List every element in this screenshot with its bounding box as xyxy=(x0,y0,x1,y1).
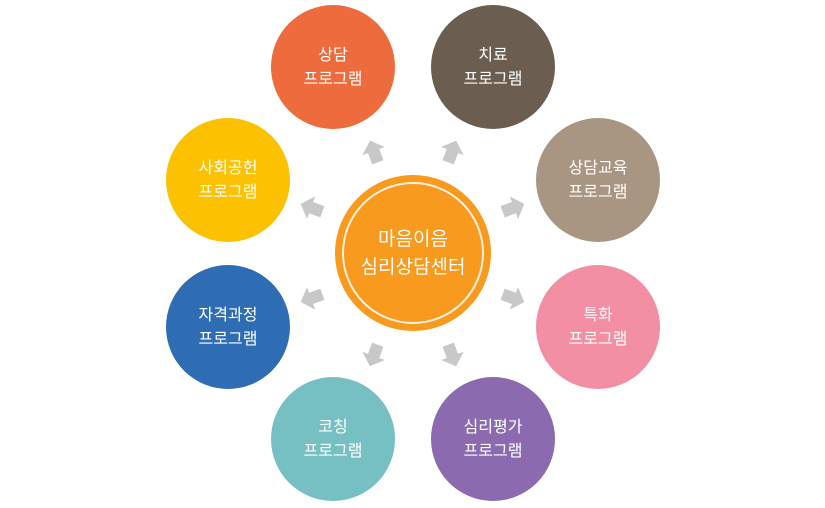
arrow-icon-therapy xyxy=(436,136,468,167)
program-node-certificate[interactable]: 자격과정 프로그램 xyxy=(166,265,290,389)
program-title: 코칭 xyxy=(318,417,348,436)
program-subtitle: 프로그램 xyxy=(303,69,363,88)
program-subtitle: 프로그램 xyxy=(303,441,363,460)
program-subtitle: 프로그램 xyxy=(463,441,523,460)
program-subtitle: 프로그램 xyxy=(568,182,628,201)
arrow-icon-certificate xyxy=(296,282,327,314)
arrow-icon-education xyxy=(498,192,529,224)
program-title: 자격과정 xyxy=(198,305,258,324)
center-title-line2: 심리상담센터 xyxy=(360,256,466,278)
program-node-coaching[interactable]: 코칭 프로그램 xyxy=(271,377,395,501)
program-node-social[interactable]: 사회공헌 프로그램 xyxy=(166,118,290,242)
program-title: 치료 xyxy=(478,45,508,64)
program-subtitle: 프로그램 xyxy=(198,329,258,348)
program-subtitle: 프로그램 xyxy=(568,329,628,348)
program-node-therapy[interactable]: 치료 프로그램 xyxy=(431,5,555,129)
program-node-education[interactable]: 상담교육 프로그램 xyxy=(536,118,660,242)
arrow-icon-assessment xyxy=(436,340,468,371)
arrow-icon-coaching xyxy=(358,340,390,371)
program-node-counseling[interactable]: 상담 프로그램 xyxy=(271,5,395,129)
center-hub: 마음이음 심리상담센터 xyxy=(335,175,491,331)
center-title-line1: 마음이음 xyxy=(378,228,448,250)
program-subtitle: 프로그램 xyxy=(198,182,258,201)
arrow-icon-special xyxy=(498,282,529,314)
program-title: 심리평가 xyxy=(463,417,523,436)
arrow-icon-social xyxy=(296,192,327,224)
center-ring: 마음이음 심리상담센터 xyxy=(342,182,484,324)
arrow-icon-counseling xyxy=(358,136,390,167)
program-node-special[interactable]: 특화 프로그램 xyxy=(536,265,660,389)
program-subtitle: 프로그램 xyxy=(463,69,523,88)
program-node-assessment[interactable]: 심리평가 프로그램 xyxy=(431,377,555,501)
program-title: 상담교육 xyxy=(568,158,628,177)
program-title: 사회공헌 xyxy=(198,158,258,177)
program-title: 상담 xyxy=(318,45,348,64)
program-title: 특화 xyxy=(583,305,613,324)
